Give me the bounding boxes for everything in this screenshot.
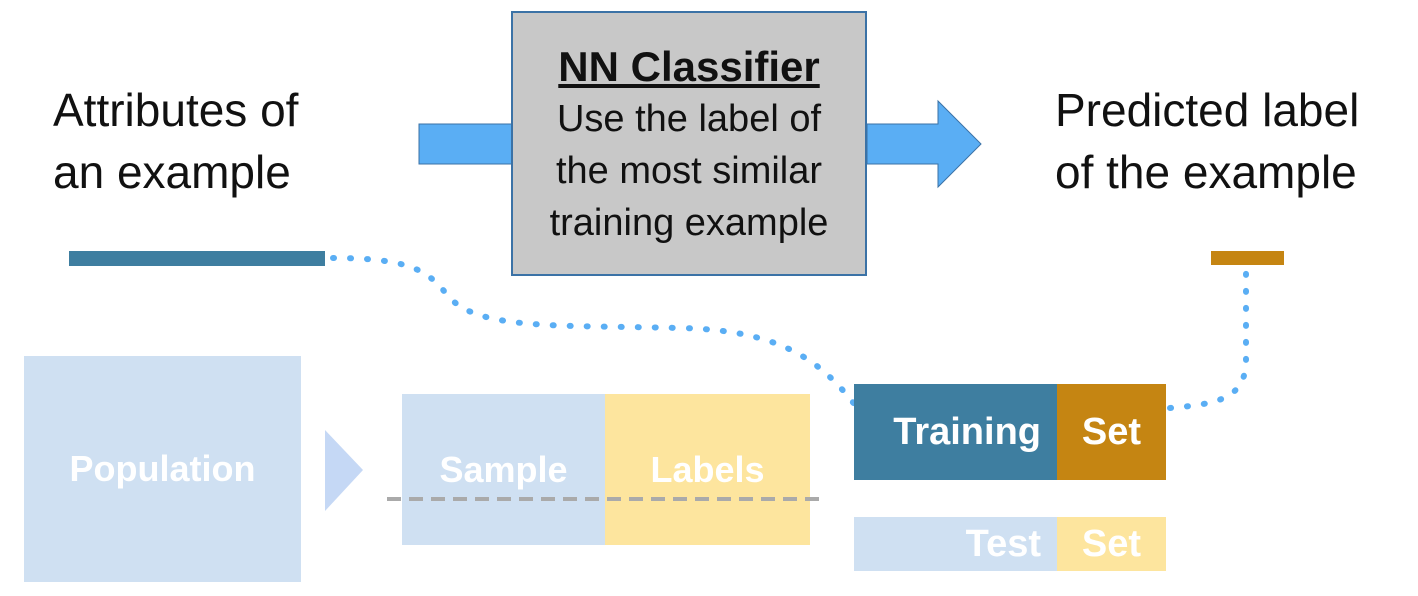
sample-box: Sample: [402, 394, 605, 545]
attribute-dotted-path: [330, 255, 858, 408]
labels-box: Labels: [605, 394, 810, 545]
output-line-2: of the example: [1055, 146, 1357, 198]
output-line-1: Predicted label: [1055, 84, 1360, 136]
label-dotted-path: [1167, 267, 1249, 411]
classifier-line-1: Use the label of: [556, 98, 822, 140]
labels-label: Labels: [650, 448, 765, 490]
classifier-line-2: the most similar: [555, 150, 823, 192]
test-set-left: Test: [854, 517, 1057, 571]
input-arrow: [418, 123, 513, 165]
test-label: Test: [965, 522, 1041, 565]
classifier-title: NN Classifier: [558, 43, 820, 90]
classifier-box: NN Classifier Use the label of the most …: [511, 11, 867, 276]
training-set-label: Set: [1081, 410, 1142, 453]
input-line-2: an example: [53, 146, 291, 198]
training-set-right: Set: [1057, 384, 1166, 480]
label-bar: [1211, 251, 1284, 265]
input-line-1: Attributes of: [53, 84, 299, 136]
output-description: Predicted label of the example: [1055, 79, 1359, 203]
training-set-left: Training: [854, 384, 1057, 480]
training-label: Training: [893, 410, 1041, 453]
output-arrow: [866, 99, 982, 189]
input-description: Attributes of an example: [53, 79, 298, 203]
population-box: Population: [24, 356, 301, 582]
classifier-line-3: training example: [549, 202, 829, 244]
population-label: Population: [69, 448, 256, 489]
test-set-label: Set: [1081, 522, 1142, 565]
population-arrow: [325, 430, 363, 511]
test-set-right: Set: [1057, 517, 1166, 571]
sample-label: Sample: [439, 448, 568, 490]
attribute-bar: [69, 251, 325, 266]
